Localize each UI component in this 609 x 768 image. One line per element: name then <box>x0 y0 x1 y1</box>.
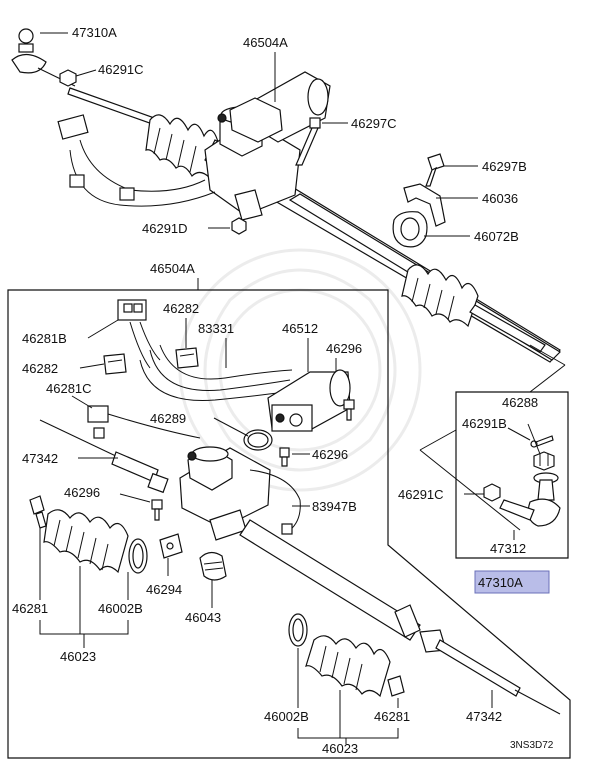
label-47312[interactable]: 47312 <box>490 541 526 556</box>
label-46281-right[interactable]: 46281 <box>374 709 410 724</box>
grommet-46043[interactable] <box>199 551 227 581</box>
screw-46296-lower[interactable] <box>151 499 163 521</box>
clip-46281-right[interactable] <box>387 675 405 697</box>
label-46504a-box[interactable]: 46504A <box>150 261 195 276</box>
label-83947b[interactable]: 83947B <box>312 499 357 514</box>
label-46297b[interactable]: 46297B <box>482 159 527 174</box>
label-46504a-top[interactable]: 46504A <box>243 35 288 50</box>
labels: 47310A 46291C 46504A 46297C 46297B 46036… <box>12 25 554 756</box>
label-46512[interactable]: 46512 <box>282 321 318 336</box>
assembly-box <box>7 289 571 759</box>
clamp-46002b-right[interactable] <box>288 613 308 647</box>
motor-46512[interactable] <box>267 369 351 432</box>
label-46072b[interactable]: 46072B <box>474 229 519 244</box>
nut-46291c-top[interactable] <box>59 69 77 87</box>
cotter-pin-46288[interactable] <box>530 435 554 448</box>
label-46291b[interactable]: 46291B <box>462 416 507 431</box>
label-83331[interactable]: 83331 <box>198 321 234 336</box>
label-46288[interactable]: 46288 <box>502 395 538 410</box>
bracket-46036[interactable] <box>403 183 446 227</box>
inset-tie-rod-end <box>419 364 569 559</box>
boot-lower-left[interactable] <box>43 509 129 574</box>
label-46281c[interactable]: 46281C <box>46 381 92 396</box>
boot-lower-right[interactable] <box>305 635 391 698</box>
label-46281b[interactable]: 46281B <box>22 331 67 346</box>
clip-46281-left[interactable] <box>29 495 47 529</box>
bolt-46297c[interactable] <box>295 117 321 166</box>
nut-46291c-inset[interactable] <box>483 483 501 502</box>
screw-46296-upper[interactable] <box>343 399 355 421</box>
harness-83331 <box>139 344 293 401</box>
nut-46291d[interactable] <box>231 217 247 235</box>
label-46002b-left[interactable]: 46002B <box>98 601 143 616</box>
label-46282-left[interactable]: 46282 <box>22 361 58 376</box>
tie-rod-end-top[interactable] <box>11 28 76 87</box>
label-46289[interactable]: 46289 <box>150 411 186 426</box>
rack-tube-lower[interactable] <box>239 519 421 641</box>
label-46023-left[interactable]: 46023 <box>60 649 96 664</box>
tie-rod-47342-left[interactable] <box>39 419 169 494</box>
inset-highlight[interactable] <box>474 570 550 594</box>
label-46296-mid[interactable]: 46296 <box>312 447 348 462</box>
clamp-46002b-left[interactable] <box>128 538 148 574</box>
connector-46281c[interactable] <box>87 405 201 439</box>
label-46291c-inset[interactable]: 46291C <box>398 487 444 502</box>
castle-nut-46291b[interactable] <box>533 451 555 471</box>
exploded-parts <box>29 299 561 715</box>
bushing-46072b[interactable] <box>392 211 428 248</box>
top-steering-rack <box>11 28 566 366</box>
label-46281-left[interactable]: 46281 <box>12 601 48 616</box>
label-46023-right[interactable]: 46023 <box>322 741 358 756</box>
label-47342-right[interactable]: 47342 <box>466 709 502 724</box>
diagram-code: 3NS3D72 <box>510 740 554 751</box>
label-46291d[interactable]: 46291D <box>142 221 188 236</box>
label-46291c-top[interactable]: 46291C <box>98 62 144 77</box>
bracket-46294[interactable] <box>159 533 183 559</box>
bushing-46282-center[interactable] <box>175 347 199 369</box>
boot-top-right[interactable] <box>401 264 479 328</box>
label-47342-left[interactable]: 47342 <box>22 451 58 466</box>
bushing-46282-left[interactable] <box>103 353 127 375</box>
label-46294[interactable]: 46294 <box>146 582 182 597</box>
label-46002b-right[interactable]: 46002B <box>264 709 309 724</box>
bolt-46297b[interactable] <box>425 153 445 187</box>
harness-top <box>57 114 216 207</box>
tie-rod-47342-right[interactable] <box>419 629 561 715</box>
connector-46281b[interactable] <box>117 299 161 369</box>
label-47310a-highlight[interactable]: 47310A <box>478 575 523 590</box>
label-46296-upper[interactable]: 46296 <box>326 341 362 356</box>
leader-lines-box <box>39 318 493 744</box>
label-46296-lower[interactable]: 46296 <box>64 485 100 500</box>
harness-83947b <box>249 469 301 535</box>
o-ring-46289[interactable] <box>243 429 273 451</box>
label-46297c[interactable]: 46297C <box>351 116 397 131</box>
label-46282-center[interactable]: 46282 <box>163 301 199 316</box>
label-47310a-top[interactable]: 47310A <box>72 25 117 40</box>
label-46036[interactable]: 46036 <box>482 191 518 206</box>
leader-lines-top <box>40 32 478 290</box>
tie-rod-end-47312[interactable] <box>499 472 561 527</box>
label-46043[interactable]: 46043 <box>185 610 221 625</box>
screw-46296-mid[interactable] <box>279 447 290 467</box>
